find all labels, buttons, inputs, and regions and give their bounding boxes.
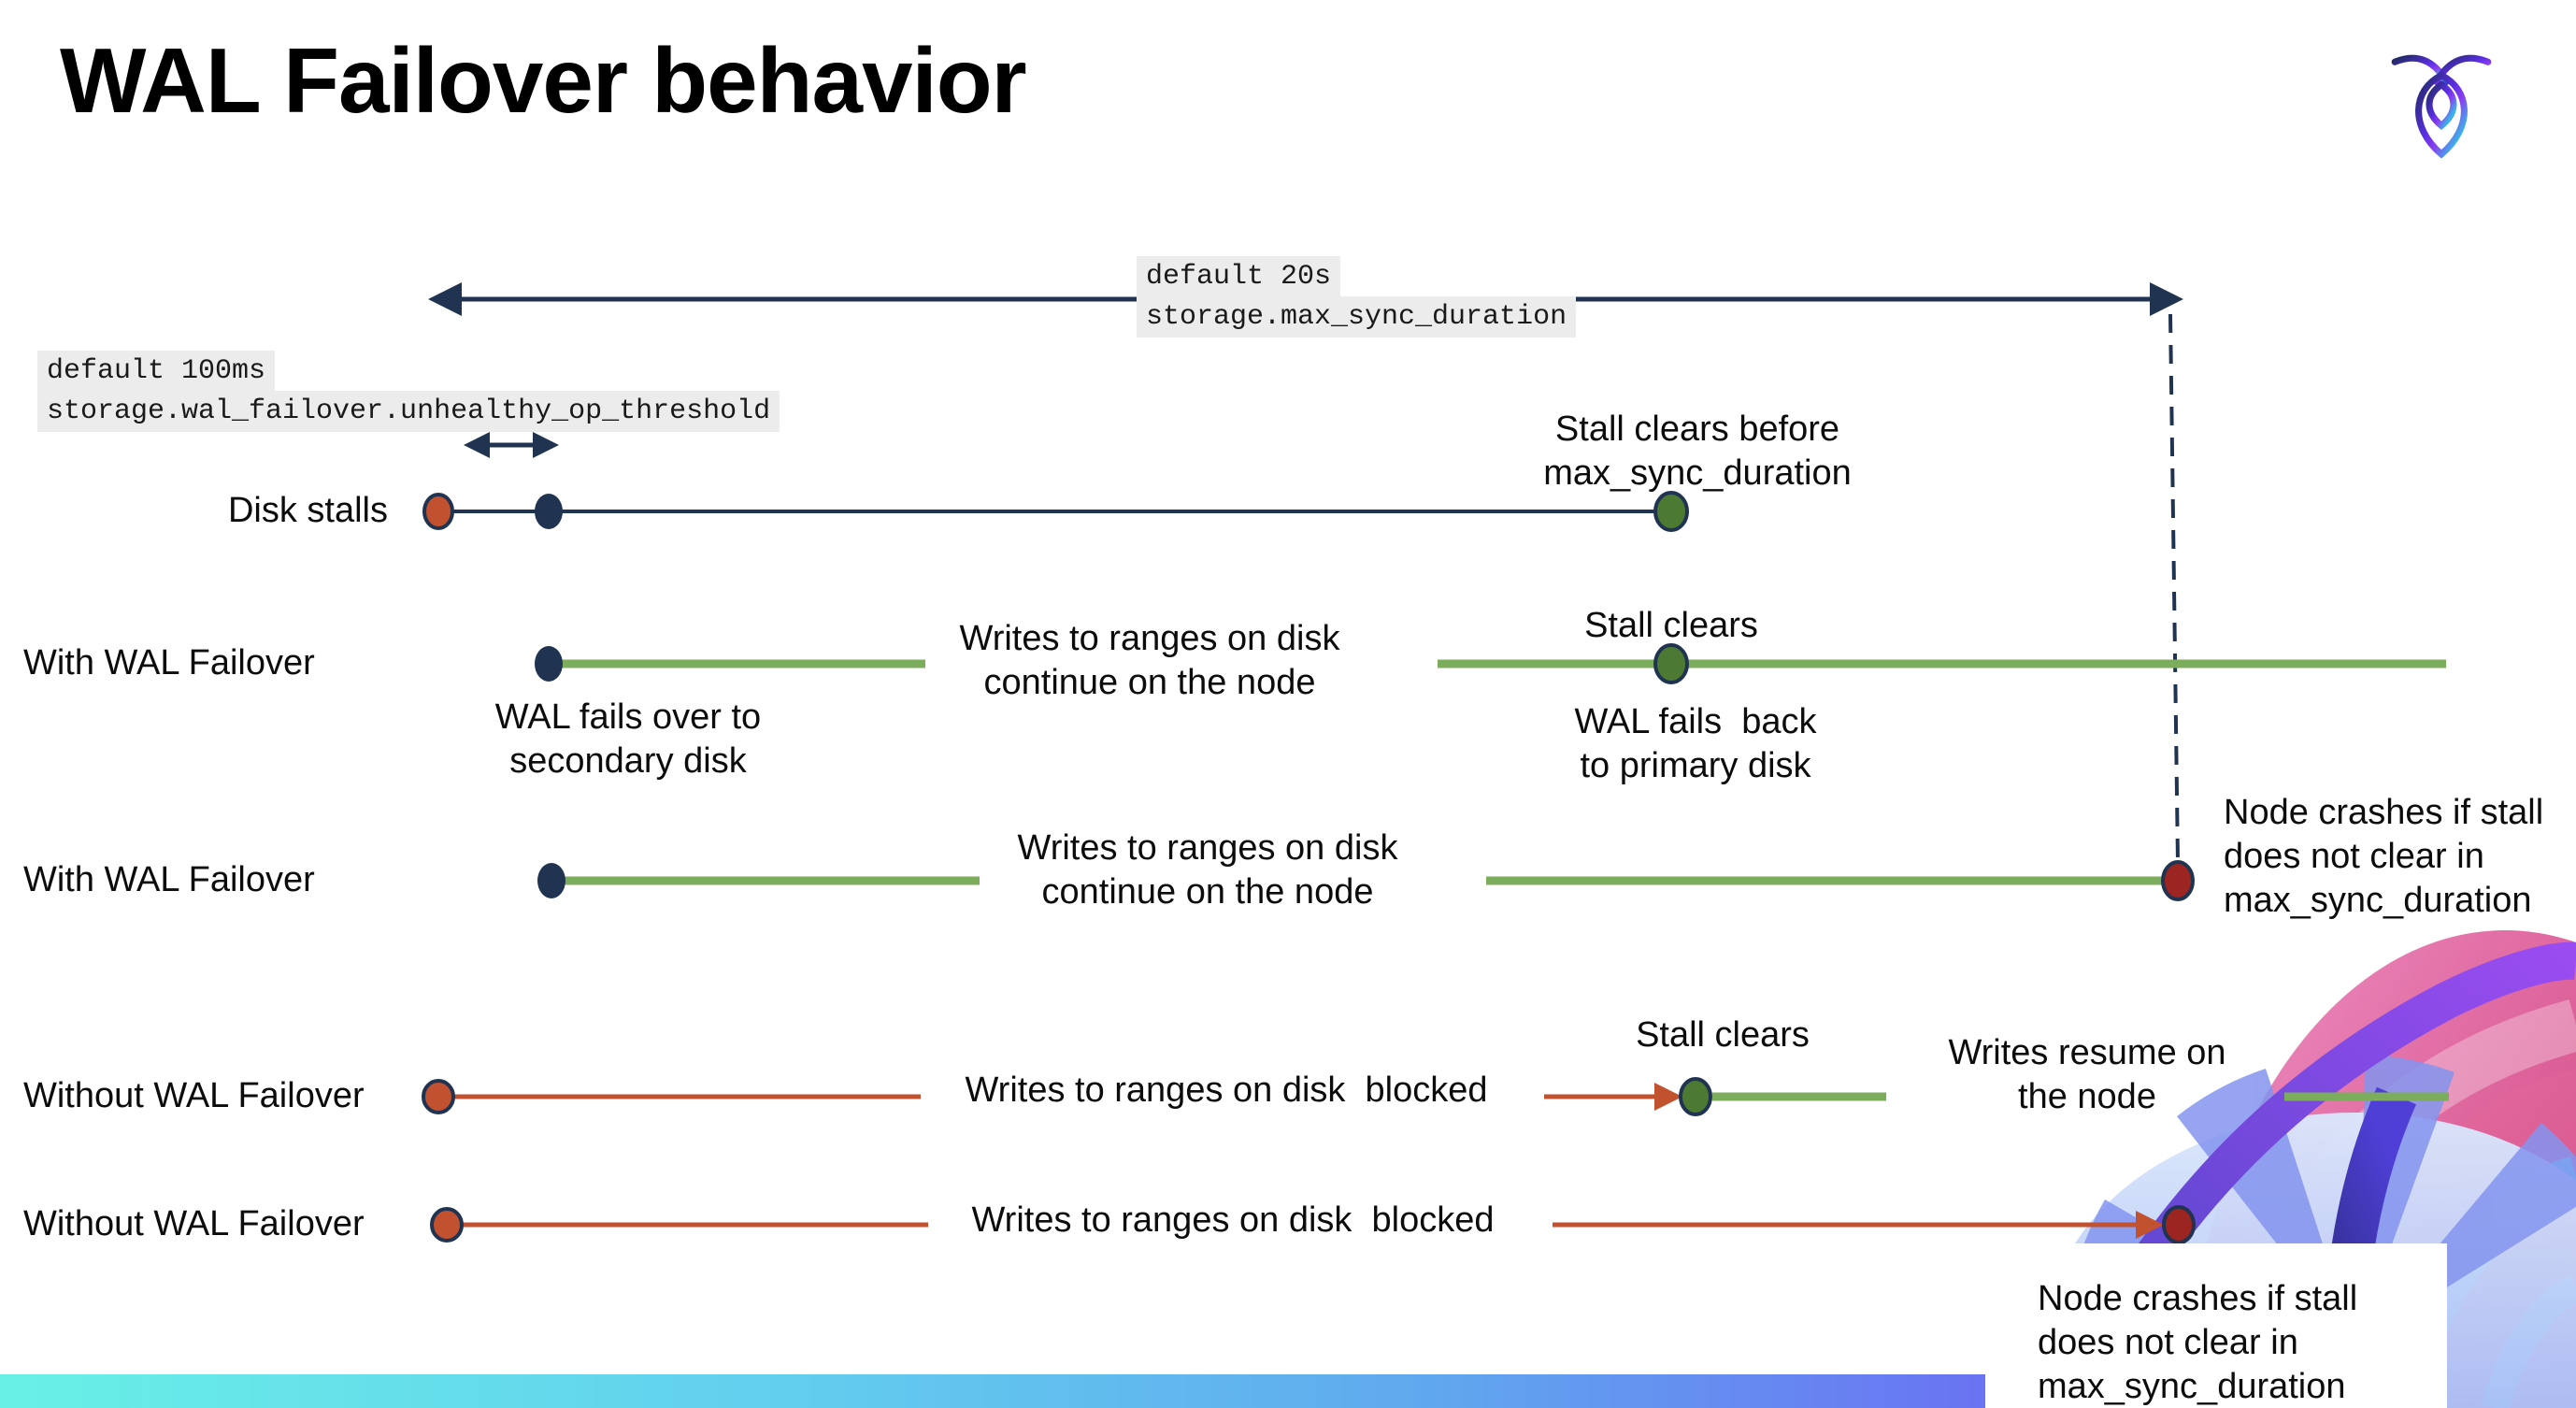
annot-writes-continue-2: Writes to ranges on disk continue on the… <box>1017 828 1398 912</box>
row-label-disk-stalls: Disk stalls <box>227 491 388 530</box>
crash-dot-row3 <box>2161 860 2195 901</box>
disk-stall-threshold-dot <box>535 494 563 529</box>
row-label-with-wal-2: With WAL Failover <box>23 860 315 899</box>
disk-stall-start-dot <box>422 493 454 530</box>
crash-dot-row5 <box>2162 1205 2196 1244</box>
threshold-setting-label: storage.wal_failover.unhealthy_op_thresh… <box>37 391 780 432</box>
logo-inner-leaf <box>2426 80 2457 131</box>
annot-writes-blocked-1: Writes to ranges on disk blocked <box>965 1070 1488 1110</box>
annot-node-crashes-right: Node crashes if stall does not clear in … <box>2224 793 2544 920</box>
stall-clears-dot-row1 <box>1653 491 1689 532</box>
threshold-default-label: default 100ms <box>37 351 276 392</box>
red-arrowhead-row5 <box>2136 1211 2164 1239</box>
annot-wal-fails-over: WAL fails over to secondary disk <box>494 697 762 781</box>
failover-dot-row2 <box>535 646 563 682</box>
annot-writes-blocked-2: Writes to ranges on disk blocked <box>971 1200 1495 1240</box>
stall-start-dot-row5 <box>430 1207 464 1243</box>
page-title: WAL Failover behavior <box>60 29 1027 132</box>
max-sync-dashed-line <box>2168 313 2180 863</box>
threshold-arrow <box>464 432 559 458</box>
red-arrowhead-row4 <box>1654 1083 1682 1111</box>
crash-callout-box: Node crashes if stall does not clear in … <box>1985 1243 2447 1408</box>
row-label-without-wal-1: Without WAL Failover <box>23 1076 365 1115</box>
annot-writes-resume: Writes resume on the node <box>1948 1033 2226 1116</box>
annot-writes-continue-1: Writes to ranges on disk continue on the… <box>959 619 1340 702</box>
stall-clears-dot-row2 <box>1653 643 1689 684</box>
annot-wal-fails-back: WAL fails back to primary disk <box>1574 702 1817 785</box>
max-sync-default-label: default 20s <box>1137 256 1341 297</box>
cockroachdb-logo-icon <box>2391 54 2492 159</box>
annot-stall-clears-mid: Stall clears <box>1584 606 1758 645</box>
stall-start-dot-row4 <box>422 1079 455 1114</box>
failover-dot-row3 <box>537 863 565 898</box>
row-label-with-wal-1: With WAL Failover <box>23 643 315 682</box>
stall-clears-dot-row4 <box>1679 1077 1712 1116</box>
max-sync-setting-label: storage.max_sync_duration <box>1137 296 1577 338</box>
annot-node-crashes-box: Node crashes if stall does not clear in … <box>2038 1279 2358 1406</box>
annot-stall-clears-bottom: Stall clears <box>1636 1015 1810 1055</box>
row-label-without-wal-2: Without WAL Failover <box>23 1204 365 1243</box>
annot-stall-clears-before: Stall clears before max_sync_duration <box>1543 409 1852 493</box>
